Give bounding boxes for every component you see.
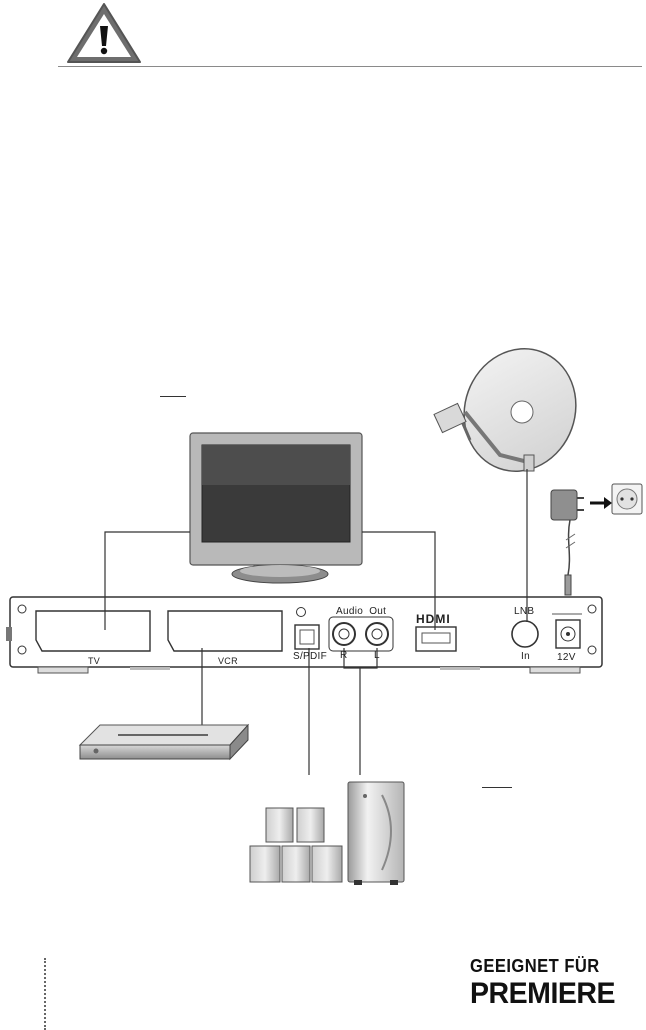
port-label-lnb: LNB [514, 606, 535, 617]
subwoofer [347, 781, 405, 885]
margin-dotted-line [44, 958, 46, 1030]
surround-speakers [249, 807, 343, 883]
wall-socket [611, 483, 643, 515]
port-label-audio-out: Audio Out [336, 606, 387, 617]
port-label-hdmi: HDMI [416, 612, 451, 626]
receiver-back-panel [6, 596, 603, 674]
port-label-audio-l: L [374, 650, 380, 661]
port-label-power: 12V [557, 652, 576, 663]
connection-cables [104, 469, 528, 775]
premiere-logo: GEEIGNET FÜR PREMIERE [470, 956, 640, 1009]
warning-icon [67, 3, 141, 63]
power-adapter [550, 489, 612, 596]
underline-mark [482, 787, 512, 788]
dvd-player [78, 723, 250, 761]
logo-line-2: PREMIERE [470, 977, 616, 1010]
port-label-audio-r: R [340, 650, 348, 661]
satellite-dish [433, 348, 577, 472]
header-rule [58, 66, 642, 67]
port-label-spdif: S/PDIF [293, 651, 328, 662]
logo-line-1: GEEIGNET FÜR [470, 956, 600, 976]
port-label-vcr: VCR [218, 656, 238, 666]
tv-set [189, 432, 363, 584]
port-label-lnb-in: In [521, 651, 530, 662]
port-label-tv: TV [88, 656, 101, 666]
underline-mark [160, 396, 186, 397]
